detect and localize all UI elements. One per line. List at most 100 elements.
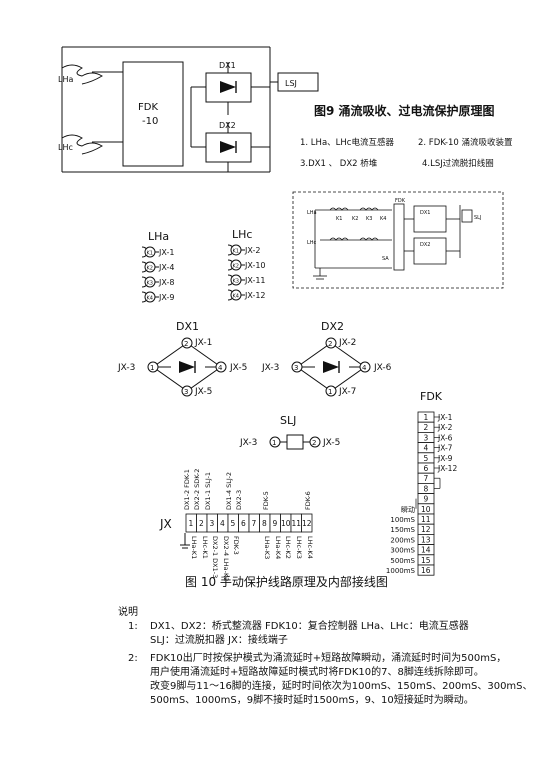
inset-schematic: [292, 191, 504, 289]
jx-bottom-label: LHc-K3: [295, 536, 303, 559]
jx-pin: 11: [290, 513, 302, 533]
jx-pin-number: 12: [302, 519, 312, 528]
fdk-delay-label: 300mS: [390, 547, 415, 555]
fig9-lha-label: LHa: [58, 75, 73, 84]
fdk-delay-label: 瞬动: [401, 505, 415, 514]
fdk-pin-number: 16: [421, 566, 431, 575]
jx-bottom-label: LHc-K1: [201, 536, 209, 559]
inset-k1-label: K1: [336, 216, 342, 222]
jx-pin: 5: [227, 513, 239, 533]
fdk-pin: 1: [417, 411, 435, 423]
inset-k2-label: K2: [352, 216, 358, 222]
svg-text:1: 1: [272, 439, 276, 447]
jx-pin-number: 1: [189, 519, 194, 528]
dx2-right-terminal: JX-6: [373, 363, 392, 373]
fdk-pin: 9: [417, 493, 435, 505]
lhc-terminal-jx-label: JX-10: [244, 261, 266, 270]
lha-terminal-k-label: K2: [147, 266, 153, 272]
fdk-delay-label: 100mS: [390, 516, 415, 524]
lha-terminal-jx-label: JX-9: [158, 293, 174, 302]
fdk-pin: 13: [417, 534, 435, 546]
fdk-pin: 14: [417, 544, 435, 556]
jx-pin: 4: [217, 513, 229, 533]
svg-text:2: 2: [184, 340, 188, 348]
note-2-number: 2:: [128, 653, 138, 664]
jx-pin-number: 9: [273, 519, 278, 528]
jx-bottom-label: DX2-1 DX1-3: [211, 536, 219, 578]
slj-left-terminal: JX-3: [239, 438, 257, 448]
lhc-terminal-k-label: K1: [233, 249, 239, 255]
notes-heading: 说明: [118, 607, 138, 618]
svg-text:2: 2: [312, 439, 316, 447]
fdk-pin-number: 11: [421, 515, 431, 524]
dx1-bridge: DX1 2 1 4 3 JX-1 JX-3 JX-5 JX-5: [117, 320, 247, 397]
inset-k4-label: K4: [380, 216, 386, 222]
jx-top-label: FDK-6: [304, 491, 312, 510]
dx2-diode-symbol: [219, 140, 237, 154]
jx-pin: 7: [248, 513, 260, 533]
jx-bottom-label: FDK-3: [232, 536, 240, 555]
fig9-fdk-number: -10: [142, 116, 158, 127]
slj-title: SLJ: [280, 414, 296, 427]
svg-text:1: 1: [328, 388, 332, 396]
fdk-pin-number: 14: [421, 546, 431, 555]
jx-pin-number: 4: [220, 519, 225, 528]
lhc-terminal-jx-label: JX-2: [244, 246, 260, 255]
fdk-pin-number: 12: [421, 525, 431, 534]
fig9-fdk-label: FDK: [138, 102, 158, 113]
fdk-pin: 16: [417, 564, 435, 576]
inset-slj-box: [461, 209, 473, 223]
fdk-right-label: JX-9: [437, 454, 453, 463]
lhc-terminal-jx-label: JX-12: [244, 291, 266, 300]
lha-terminal-row: K1 JX-1: [141, 246, 174, 258]
note-1-line-1: DX1、DX2：桥式整流器 FDK10：复合控制器 LHa、LHc：电流互感器: [150, 621, 469, 632]
lhc-group-title: LHc: [232, 228, 252, 241]
jx-top-label: DX1-4 SLJ-2: [225, 472, 233, 510]
svg-text:3: 3: [184, 388, 188, 396]
jx-pin: 3: [206, 513, 218, 533]
dx2-bridge: DX2 2 3 4 1 JX-2 JX-3 JX-6 JX-7: [261, 320, 392, 397]
fig9-dx2-label: DX2: [219, 121, 236, 130]
note-2-line-1: FDK10出厂时按保护模式为涌流延时+短路故障瞬动，涌流延时时间为500mS，: [150, 653, 507, 664]
fdk-pin-number: 4: [424, 444, 429, 453]
note-2-line-4: 500mS、1000mS，9脚不接时延时1500mS，9、10短接延时为瞬动。: [150, 695, 474, 706]
fdk-pin-number: 2: [424, 423, 429, 432]
fdk-delay-label: 150mS: [390, 526, 415, 534]
lha-terminal-k-label: K1: [147, 251, 153, 257]
jx-pin-number: 6: [241, 519, 246, 528]
fdk-pin: 4: [417, 442, 435, 454]
jx-pin: 1: [185, 513, 197, 533]
lha-terminal-jx-label: JX-1: [158, 248, 174, 257]
fdk-pin-number: 13: [421, 535, 431, 544]
fig9-dx1-label: DX1: [219, 61, 236, 70]
lhc-terminal-row: K1 JX-2: [227, 244, 260, 256]
fdk-pin-number: 8: [424, 484, 429, 493]
dx1-bottom-terminal: JX-5: [194, 387, 212, 397]
fdk-right-label: JX-12: [437, 464, 457, 473]
dx2-bridge-title: DX2: [321, 320, 344, 333]
fig9-lhc-label: LHc: [58, 143, 73, 152]
fig9-legend-2: 2. FDK-10 涌流吸收装置: [418, 137, 513, 148]
note-2-line-3: 改变9脚与11～16脚的连接，延时时间依次为100mS、150mS、200mS、…: [150, 681, 533, 692]
fdk-pin: 7: [417, 472, 435, 484]
jx-top-label: FDK-5: [262, 491, 270, 510]
fdk-pin-number: 1: [424, 413, 429, 422]
jx-pin-number: 7: [252, 519, 257, 528]
fdk-pin-number: 3: [424, 433, 429, 442]
jx-pin-number: 3: [210, 519, 215, 528]
jx-pin-number: 10: [281, 519, 291, 528]
jx-pin: 9: [269, 513, 281, 533]
fdk-pin-number: 7: [424, 474, 429, 483]
jx-strip-title: JX: [159, 517, 172, 531]
inset-fdk-label: FDK: [395, 198, 406, 204]
slj-right-terminal: JX-5: [322, 438, 340, 448]
fdk-pin-number: 5: [424, 454, 429, 463]
fdk-pin: 2: [417, 421, 435, 433]
lha-group-title: LHa: [148, 230, 169, 243]
